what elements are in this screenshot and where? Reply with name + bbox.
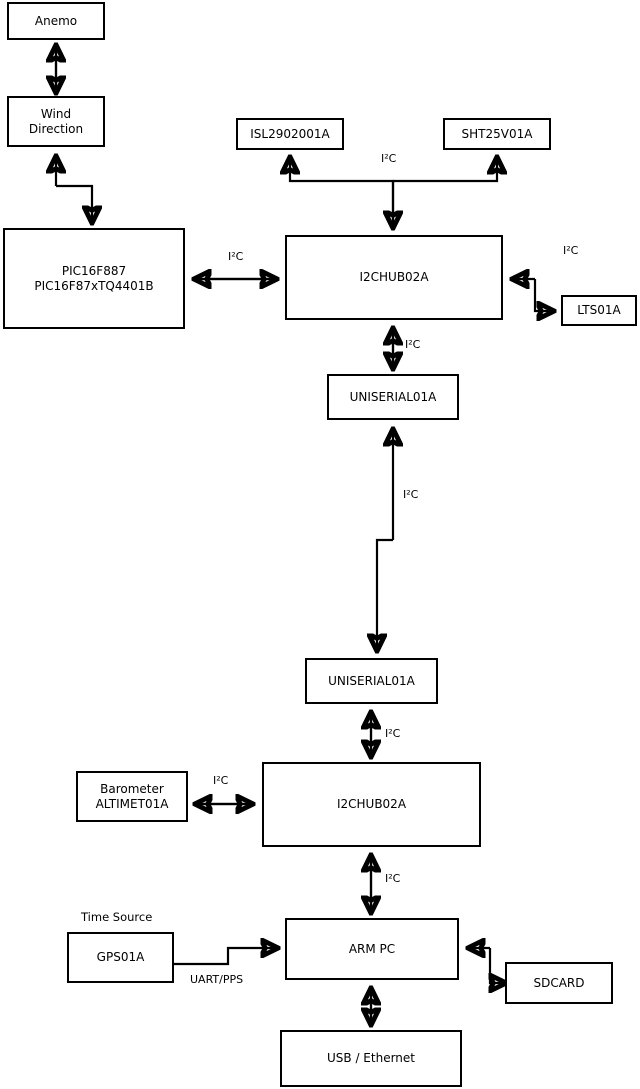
node-wind-direction[interactable]: Wind Direction bbox=[7, 96, 105, 147]
node-uniserial01a-bottom[interactable]: UNISERIAL01A bbox=[305, 658, 438, 704]
edge-label-gps-to-arm: UART/PPS bbox=[190, 973, 244, 986]
node-arm-pc[interactable]: ARM PC bbox=[285, 918, 459, 980]
edge-label-hub-to-uniserial-top: I²C bbox=[405, 338, 421, 351]
node-anemo[interactable]: Anemo bbox=[7, 2, 105, 40]
wire-arm-to-sdcard bbox=[490, 948, 505, 983]
node-gps01a[interactable]: GPS01A bbox=[67, 932, 174, 983]
wire-bus-to-sht bbox=[393, 158, 497, 183]
node-usb-ethernet[interactable]: USB / Ethernet bbox=[280, 1030, 462, 1087]
edge-label-uniserial-bottom-to-hub: I²C bbox=[385, 727, 401, 740]
node-sht25v01a[interactable]: SHT25V01A bbox=[443, 118, 551, 150]
node-uniserial01a-top[interactable]: UNISERIAL01A bbox=[327, 374, 459, 420]
edge-label-hub-bottom-to-arm: I²C bbox=[385, 872, 401, 885]
edge-label-pic-to-hub: I²C bbox=[228, 250, 244, 263]
node-pic-microcontroller[interactable]: PIC16F887 PIC16F87xTQ4401B bbox=[3, 228, 185, 329]
label-time-source: Time Source bbox=[81, 910, 153, 924]
edge-label-sensors-to-hub: I²C bbox=[381, 152, 397, 165]
edge-label-barometer-to-hub: I²C bbox=[213, 774, 229, 787]
node-i2chub02a-top[interactable]: I2CHUB02A bbox=[285, 235, 503, 320]
edge-label-uniserial-link: I²C bbox=[403, 488, 419, 501]
node-barometer-altimet01a[interactable]: Barometer ALTIMET01A bbox=[76, 771, 188, 822]
node-isl2902001a[interactable]: ISL2902001A bbox=[236, 118, 344, 150]
edge-label-hub-to-lts: I²C bbox=[563, 244, 579, 257]
wire-gps-to-arm bbox=[174, 948, 277, 966]
wire-hub-bus-up bbox=[290, 158, 395, 228]
wire-wind-jog bbox=[56, 184, 92, 222]
node-lts01a[interactable]: LTS01A bbox=[561, 295, 637, 326]
wire-hub-to-lts bbox=[533, 279, 553, 311]
wire-uniserial-link-down bbox=[377, 538, 393, 650]
node-sdcard[interactable]: SDCARD bbox=[505, 962, 613, 1004]
node-i2chub02a-bottom[interactable]: I2CHUB02A bbox=[262, 762, 481, 847]
